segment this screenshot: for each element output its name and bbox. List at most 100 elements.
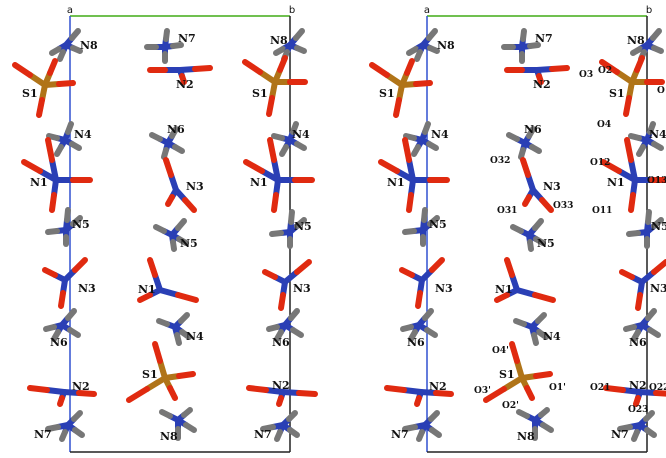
n1-no0-b bbox=[147, 257, 158, 278]
n1a-no2-b bbox=[49, 192, 57, 213]
n4b-nh3-b bbox=[279, 144, 289, 157]
n2-no2-b bbox=[179, 73, 187, 85]
atom-label-o4: O4 bbox=[597, 120, 611, 130]
n6b-nh3-b bbox=[631, 329, 641, 342]
n4b-nh0-b bbox=[628, 133, 642, 141]
n4b-nh2-b bbox=[294, 141, 307, 151]
n6b-nh1-b bbox=[645, 308, 657, 321]
atom-label-s1: S1 bbox=[142, 368, 158, 381]
n4a-nh3-b bbox=[54, 144, 64, 157]
atom-label-n4: N4 bbox=[543, 330, 561, 343]
n2b-no0-b bbox=[246, 385, 269, 393]
n7-nh2-b bbox=[163, 28, 170, 42]
atom-label-s1a: S1 bbox=[379, 87, 395, 100]
atom-label-n2: N2 bbox=[176, 78, 194, 91]
n6-nh2-b bbox=[529, 144, 542, 154]
n5-nh0-b bbox=[153, 224, 167, 234]
atom-label-n1: N1 bbox=[495, 283, 513, 296]
s1-so0-a bbox=[501, 375, 525, 392]
n6-nh1-b bbox=[526, 126, 536, 139]
n5b-nh0-b bbox=[626, 230, 641, 237]
atom-label-n3a: N3 bbox=[78, 282, 96, 295]
s1a-so1-b bbox=[56, 80, 76, 87]
atom-label-s1: S1 bbox=[499, 368, 515, 381]
n1b-no3-a bbox=[271, 157, 281, 183]
atom-label-n3a: N3 bbox=[435, 282, 453, 295]
n7a-nh0-b bbox=[45, 424, 61, 432]
atom-label-n4b: N4 bbox=[292, 128, 310, 141]
n5a-nh0-b bbox=[45, 228, 60, 235]
n7b-nh2-b bbox=[644, 427, 657, 438]
atom-label-o23: O23 bbox=[628, 405, 648, 415]
atom-label-o11: O11 bbox=[592, 206, 612, 216]
n8-nh2-b bbox=[183, 422, 197, 433]
n6a-nh0-b bbox=[400, 324, 414, 332]
n6a-nh2-b bbox=[67, 327, 81, 338]
n8a-nh2-b bbox=[70, 45, 83, 54]
n4-nh1-b bbox=[178, 312, 190, 324]
n1a-no3-b bbox=[402, 137, 412, 163]
axis-origin-label: a bbox=[424, 5, 430, 16]
n3-no1-b bbox=[539, 197, 554, 213]
n8b-nh0-b bbox=[630, 46, 643, 56]
atom-label-n5: N5 bbox=[537, 237, 555, 250]
n5b-nh1-b bbox=[651, 217, 664, 229]
n6-nh2-b bbox=[172, 144, 185, 154]
n8b-nh2-b bbox=[294, 45, 307, 54]
n5-nh3-b bbox=[170, 239, 177, 252]
n7a-nh0-b bbox=[402, 424, 418, 432]
atom-label-n6a: N6 bbox=[407, 336, 425, 349]
s1b-so2-b bbox=[623, 95, 632, 117]
n6a-nh0-b bbox=[43, 324, 57, 332]
n4-nh0-b bbox=[156, 318, 170, 327]
n3b-no1-b bbox=[294, 259, 312, 275]
n3a-no0-b bbox=[42, 267, 58, 278]
n4a-nh2-b bbox=[69, 141, 82, 151]
s1-so0-b bbox=[483, 386, 507, 403]
atom-label-n4a: N4 bbox=[431, 128, 449, 141]
n3a-no1-b bbox=[72, 257, 88, 273]
n2b-no0-b bbox=[603, 385, 626, 393]
atom-label-n8b: N8 bbox=[270, 34, 288, 47]
n7a-nh1-b bbox=[71, 410, 83, 422]
atom-label-n8: N8 bbox=[517, 430, 535, 443]
n2-no1-b bbox=[192, 65, 213, 72]
n8a-nh1-b bbox=[426, 28, 438, 41]
n6-nh0-b bbox=[506, 132, 520, 142]
n7b-nh1-b bbox=[286, 410, 298, 422]
n8a-nh0-b bbox=[49, 46, 62, 56]
n1a-no0-b bbox=[378, 159, 400, 174]
atom-label-n1b: N1 bbox=[607, 176, 625, 189]
s1b-so2-b bbox=[266, 95, 275, 117]
n4b-nh2-b bbox=[651, 141, 664, 151]
s1-so2-b bbox=[152, 341, 163, 364]
axis-b-label: b bbox=[646, 5, 652, 16]
atom-label-s1b: S1 bbox=[252, 87, 268, 100]
n5-nh0-b bbox=[510, 224, 524, 234]
atom-label-n7: N7 bbox=[178, 32, 196, 45]
n6a-nh1-b bbox=[422, 308, 434, 321]
n3b-no2-b bbox=[278, 292, 286, 311]
n4b-nh0-b bbox=[271, 133, 285, 141]
n7b-nh2-b bbox=[287, 427, 300, 438]
atom-label-n7a: N7 bbox=[34, 428, 52, 441]
n5a-nh2-b bbox=[64, 207, 71, 223]
n3b-no2-b bbox=[635, 292, 643, 311]
axis-b-label: b bbox=[289, 5, 295, 16]
atom-label-o2p: O2' bbox=[502, 401, 519, 411]
n6a-nh3-b bbox=[408, 329, 418, 342]
n2b-no2-b bbox=[633, 395, 641, 407]
atom-label-n6a: N6 bbox=[50, 336, 68, 349]
atom-label-n2a: N2 bbox=[72, 380, 90, 393]
atom-label-n3b: N3 bbox=[293, 282, 311, 295]
atom-label-o21: O21 bbox=[590, 383, 610, 393]
atom-label-n8a: N8 bbox=[437, 39, 455, 52]
n1a-no3-a bbox=[49, 157, 59, 183]
axis-origin-label: a bbox=[67, 5, 73, 16]
n2-no2-b bbox=[536, 73, 544, 85]
n2a-no0-b bbox=[27, 385, 50, 393]
n6a-nh2-b bbox=[424, 327, 438, 338]
atom-label-n8b: N8 bbox=[627, 34, 645, 47]
n4-nh2-b bbox=[536, 329, 549, 340]
atom-label-n6b: N6 bbox=[272, 336, 290, 349]
